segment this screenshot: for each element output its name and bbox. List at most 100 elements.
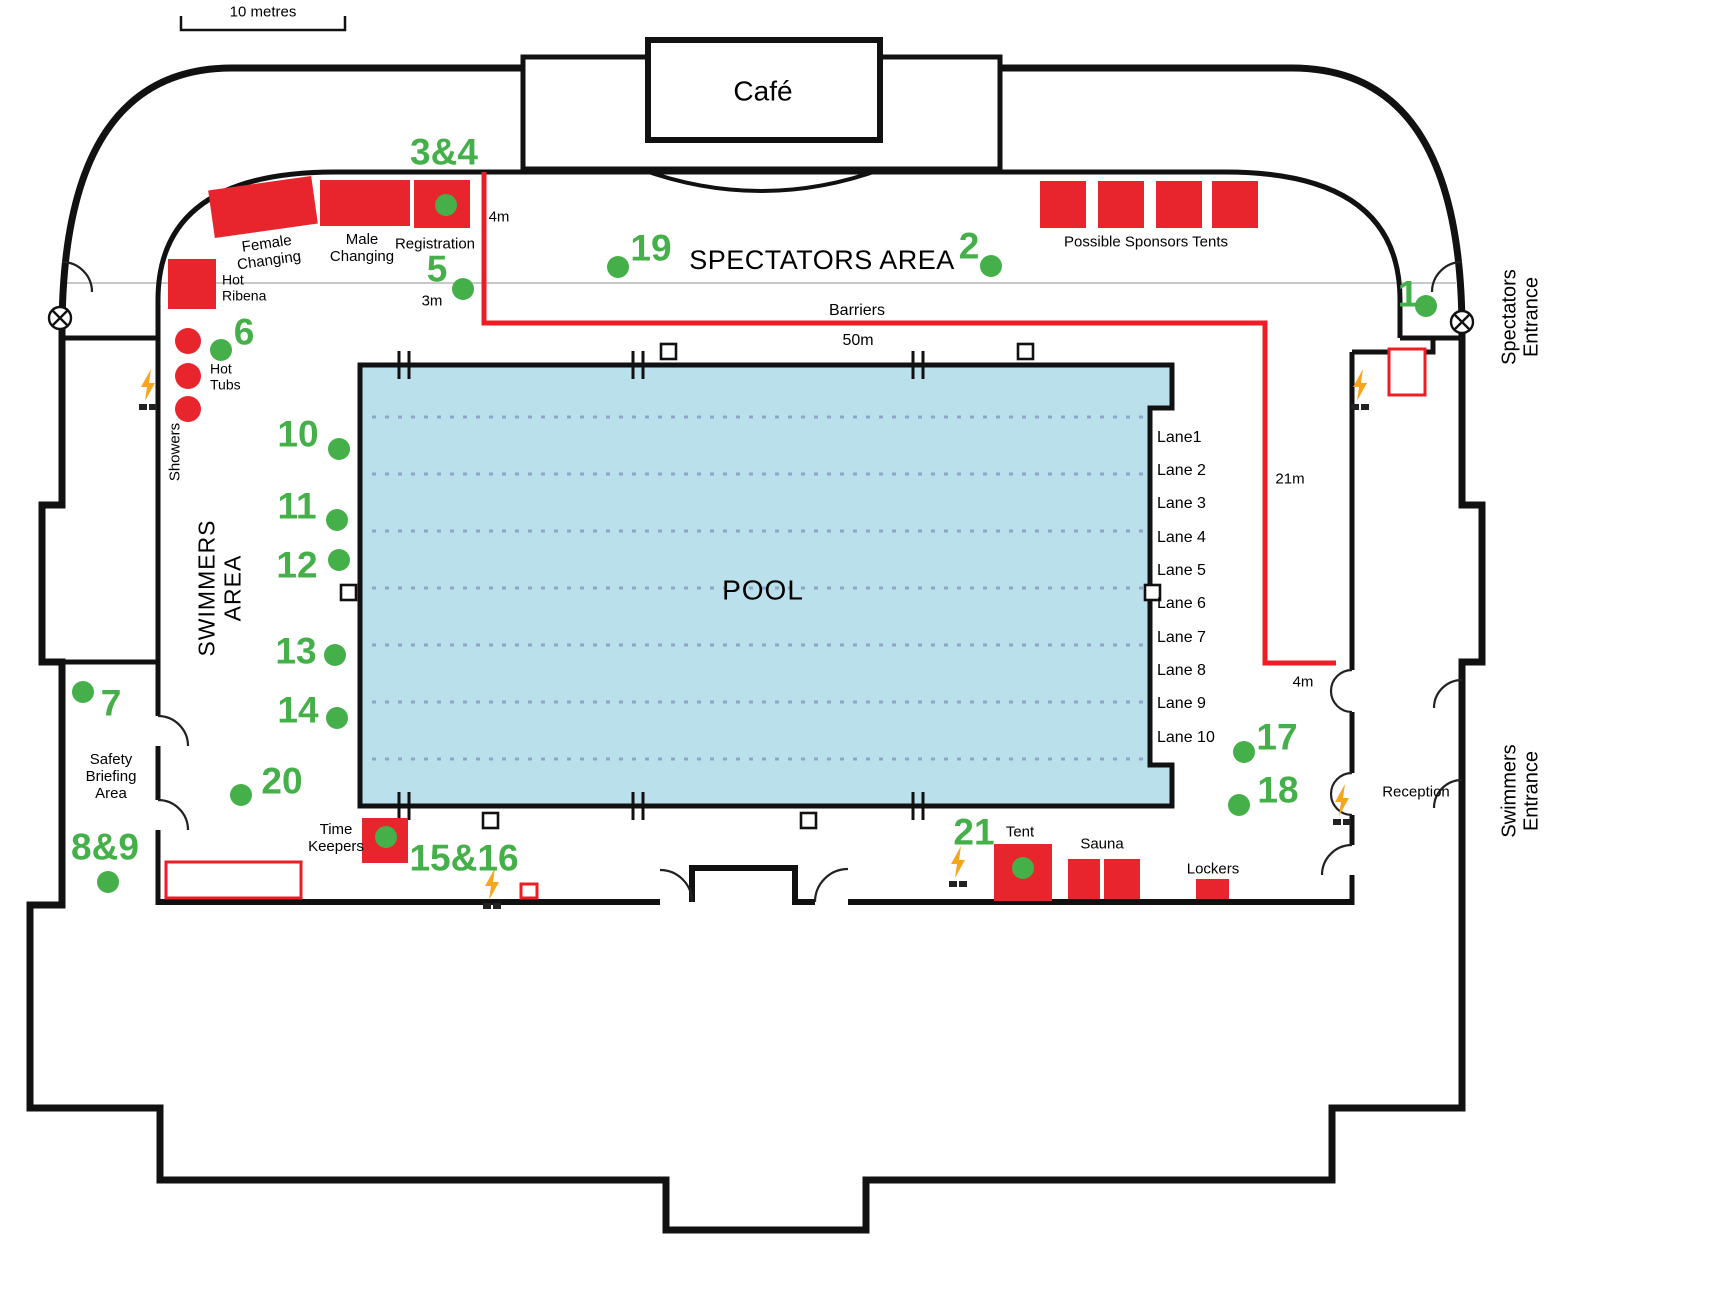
lane-label-4: Lane 4 — [1157, 529, 1206, 547]
pool-outline — [357, 362, 1175, 809]
marker-label-17: 17 — [1256, 716, 1298, 758]
lightning-icon — [1353, 369, 1367, 401]
lightning-icon — [951, 846, 965, 878]
sponsor-tent-1 — [1040, 181, 1086, 228]
scale-bar-label: 10 metres — [229, 3, 297, 21]
cafe-arc-wall — [639, 167, 883, 193]
sponsor-tent-2 — [1098, 181, 1144, 228]
hot-tub-1 — [175, 328, 201, 354]
marker-dot-10 — [328, 438, 350, 460]
electric-point-4 — [949, 846, 967, 887]
marker-dot-18 — [1228, 794, 1250, 816]
barriers-label: Barriers — [828, 302, 886, 320]
marker-dot-5 — [452, 278, 474, 300]
marker-label-15-16: 15&16 — [409, 837, 519, 879]
marker-label-5: 5 — [426, 248, 448, 290]
south-wall — [160, 865, 1352, 905]
marker-dot-17 — [1233, 741, 1255, 763]
hot-tub-2 — [175, 363, 201, 389]
turnstile-icon-right — [1449, 309, 1475, 335]
marker-dot-12 — [328, 549, 350, 571]
barrier-4m-bottom-label: 4m — [1292, 673, 1314, 691]
inner-corridor-wall — [155, 169, 1403, 338]
cafe-label: Café — [733, 75, 793, 107]
barrier-3m-label: 3m — [421, 292, 443, 310]
electric-point-3 — [1333, 784, 1351, 825]
showers-label: Showers — [166, 422, 184, 482]
reception-label: Reception — [1382, 783, 1450, 801]
marker-label-6: 6 — [233, 311, 255, 353]
scale-bar-bracket — [179, 16, 347, 32]
lane-label-8: Lane 8 — [1157, 662, 1206, 680]
hot-ribena-block — [168, 259, 216, 309]
door-arcs — [61, 260, 1463, 903]
male-changing-label: Male Changing — [329, 231, 395, 265]
marker-label-7: 7 — [100, 682, 122, 724]
safety-briefing-label: Safety Briefing Area — [85, 750, 137, 802]
sauna-block-2 — [1104, 859, 1140, 899]
spectators-entrance-label: Spectators Entrance — [1498, 269, 1543, 365]
marker-label-20: 20 — [261, 760, 303, 802]
female-changing-block — [208, 175, 318, 239]
marker-dot-21 — [1012, 857, 1034, 879]
marker-label-10: 10 — [277, 413, 319, 455]
barrier-4m-top-label: 4m — [488, 208, 510, 226]
marker-dot-14 — [326, 707, 348, 729]
marker-dot-8-9 — [97, 871, 119, 893]
sponsor-tent-4 — [1212, 181, 1258, 228]
sauna-label: Sauna — [1080, 835, 1124, 853]
barrier-21m-label: 21m — [1275, 470, 1305, 488]
outline-rect-bottom — [519, 882, 539, 900]
marker-label-14: 14 — [277, 689, 319, 731]
lightning-icon — [1335, 784, 1349, 816]
pool-label: POOL — [722, 574, 804, 606]
lane-label-3: Lane 3 — [1157, 495, 1206, 513]
outer-wall — [26, 64, 1486, 1234]
electric-point-2 — [1351, 369, 1369, 410]
lane-label-5: Lane 5 — [1157, 562, 1206, 580]
time-keepers-label: Time Keepers — [308, 821, 364, 855]
marker-label-1: 1 — [1397, 273, 1419, 315]
lane-label-7: Lane 7 — [1157, 629, 1206, 647]
red-outline-rects — [164, 347, 1427, 900]
hot-ribena-label: Hot Ribena — [222, 271, 267, 303]
marker-dot-6 — [210, 339, 232, 361]
swimmers-area-label: SWIMMERS AREA — [193, 519, 245, 657]
marker-label-13: 13 — [275, 630, 317, 672]
marker-dot-11 — [326, 509, 348, 531]
lockers-label: Lockers — [1186, 860, 1240, 878]
post-squares — [339, 342, 1162, 830]
red-blocks — [168, 175, 1258, 901]
barrier-50m-label: 50m — [842, 332, 874, 350]
tent-label: Tent — [1005, 823, 1035, 841]
marker-label-21: 21 — [953, 811, 995, 853]
marker-dot-3-4 — [435, 194, 457, 216]
lane-label-2: Lane 2 — [1157, 462, 1206, 480]
marker-label-12: 12 — [276, 544, 318, 586]
lane-label-9: Lane 9 — [1157, 695, 1206, 713]
turnstile-icon-left — [47, 305, 73, 331]
marker-dot-2 — [980, 255, 1002, 277]
sponsor-tent-3 — [1156, 181, 1202, 228]
electric-point-1 — [139, 369, 157, 410]
sauna-block-1 — [1068, 859, 1100, 899]
lightning-icon — [141, 369, 155, 401]
spectators-area-label: SPECTATORS AREA — [689, 244, 955, 275]
marker-label-11: 11 — [277, 485, 317, 527]
male-changing-block — [320, 180, 410, 226]
marker-dot-1 — [1415, 295, 1437, 317]
marker-label-3-4: 3&4 — [410, 131, 478, 173]
lightning-icon — [485, 868, 499, 900]
hot-tubs-label: Hot Tubs — [210, 360, 241, 392]
hot-tub-3 — [175, 396, 201, 422]
lane-label-1: Lane1 — [1157, 429, 1202, 447]
marker-label-8-9: 8&9 — [71, 826, 139, 868]
marker-dot-15-16 — [375, 826, 397, 848]
sponsors-tents-label: Possible Sponsors Tents — [1064, 233, 1228, 251]
marker-label-19: 19 — [630, 227, 672, 269]
lockers-block — [1196, 879, 1229, 899]
pool-edge-marks — [397, 351, 925, 820]
marker-dot-7 — [72, 681, 94, 703]
